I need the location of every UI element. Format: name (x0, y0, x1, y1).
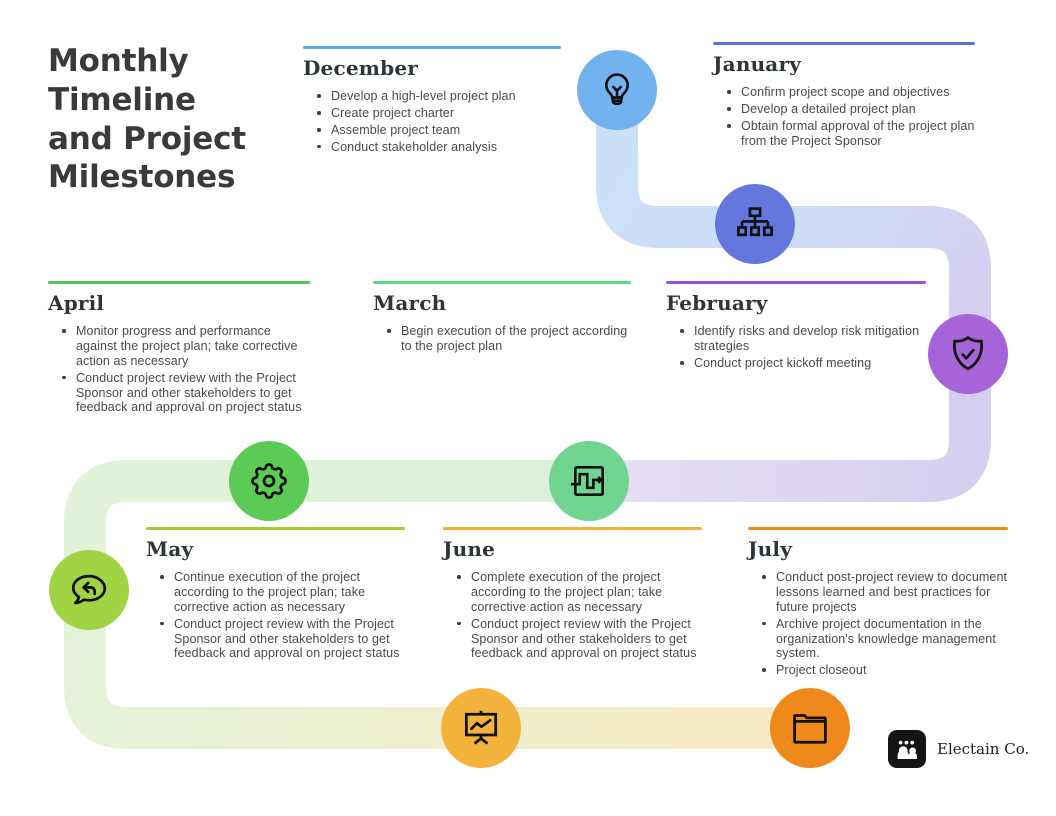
task-item: Monitor progress and performance against… (62, 324, 310, 369)
task-item: Create project charter (317, 106, 561, 121)
task-item: Conduct post-project review to document … (762, 570, 1008, 614)
month-underline (303, 46, 561, 49)
task-item: Conduct project kickoff meeting (680, 356, 926, 371)
month-heading: April (48, 291, 105, 315)
task-item: Conduct project review with the Project … (62, 371, 310, 416)
month-heading: February (666, 291, 768, 315)
task-item: Develop a high-level project plan (317, 89, 561, 104)
month-underline (48, 281, 310, 284)
task-item: Obtain formal approval of the project pl… (727, 118, 975, 148)
month-heading: July (748, 537, 793, 561)
section-june: June Complete execution of the project a… (443, 527, 702, 663)
month-task-list: Monitor progress and performance against… (48, 324, 310, 415)
section-december: December Develop a high-level project pl… (303, 46, 561, 157)
task-item: Develop a detailed project plan (727, 102, 975, 117)
task-item: Confirm project scope and objectives (727, 85, 975, 100)
task-item: Conduct project review with the Project … (160, 617, 405, 662)
electain-logo-icon (888, 730, 926, 768)
month-heading: January (713, 52, 802, 76)
month-heading: June (443, 537, 496, 561)
month-underline (443, 527, 702, 530)
month-heading: December (303, 56, 418, 80)
month-underline (373, 281, 631, 284)
month-task-list: Complete execution of the project accord… (443, 570, 702, 661)
task-item: Conduct project review with the Project … (457, 617, 702, 662)
month-underline (713, 42, 975, 45)
task-item: Conduct stakeholder analysis (317, 140, 561, 155)
shield-check-icon (928, 314, 1008, 394)
section-march: March Begin execution of the project acc… (373, 281, 631, 356)
page-title: Monthly Timeline and Project Milestones (48, 43, 246, 196)
month-task-list: Continue execution of the project accord… (146, 570, 405, 661)
month-underline (748, 527, 1008, 530)
task-item: Begin execution of the project according… (387, 324, 631, 354)
workflow-icon (549, 441, 629, 521)
month-heading: March (373, 291, 447, 315)
task-item: Project closeout (762, 663, 1008, 678)
org-chart-icon (715, 184, 795, 264)
gear-icon (229, 441, 309, 521)
task-item: Identify risks and develop risk mitigati… (680, 324, 926, 354)
task-item: Continue execution of the project accord… (160, 570, 405, 615)
month-underline (146, 527, 405, 530)
brand-footer: Electain Co. (888, 730, 1029, 768)
month-task-list: Conduct post-project review to document … (748, 570, 1008, 678)
task-item: Assemble project team (317, 123, 561, 138)
month-task-list: Identify risks and develop risk mitigati… (666, 324, 926, 371)
chat-reply-icon (49, 550, 129, 630)
presentation-chart-icon (441, 688, 521, 768)
section-february: February Identify risks and develop risk… (666, 281, 926, 373)
month-heading: May (146, 537, 194, 561)
section-may: May Continue execution of the project ac… (146, 527, 405, 663)
folder-icon (770, 688, 850, 768)
task-item: Complete execution of the project accord… (457, 570, 702, 615)
section-april: April Monitor progress and performance a… (48, 281, 310, 417)
month-task-list: Begin execution of the project according… (373, 324, 631, 354)
lightbulb-icon (577, 50, 657, 130)
month-underline (666, 281, 926, 284)
section-january: January Confirm project scope and object… (713, 42, 975, 151)
task-item: Archive project documentation in the org… (762, 617, 1008, 662)
section-july: July Conduct post-project review to docu… (748, 527, 1008, 680)
brand-name: Electain Co. (937, 740, 1030, 758)
